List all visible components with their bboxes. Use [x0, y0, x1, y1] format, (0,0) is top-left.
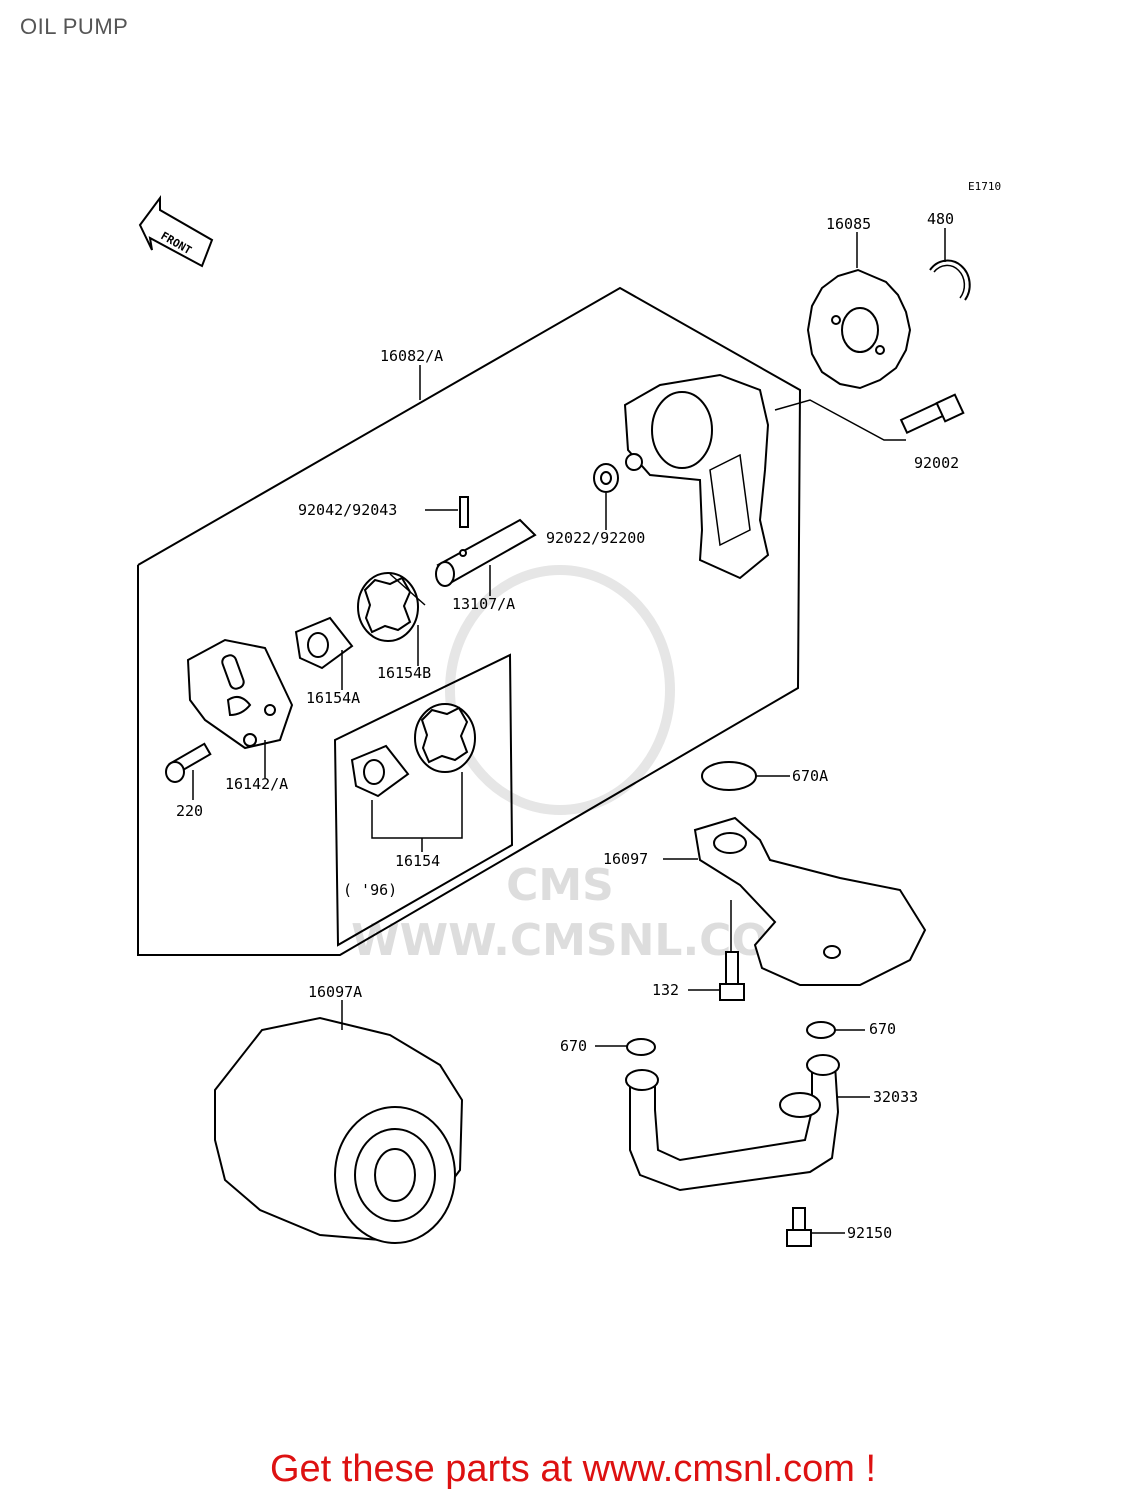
oil-filter-16097a-icon	[214, 1016, 464, 1244]
label-670-left: 670	[560, 1037, 587, 1055]
watermark: CMS WWW.CMSNL.CO	[351, 565, 769, 966]
page-title: OIL PUMP	[20, 14, 129, 39]
label-96: ( '96)	[343, 881, 397, 899]
label-16154a: 16154A	[306, 689, 360, 707]
label-16097a: 16097A	[308, 983, 362, 1001]
label-16154: 16154	[395, 852, 440, 870]
part-labels: 16085 480 16082/A 92002 92042/92043 9202…	[176, 210, 959, 1242]
pump-body-icon	[623, 373, 770, 580]
bolt-132-icon	[719, 951, 745, 1001]
label-16142a: 16142/A	[225, 775, 288, 793]
label-480: 480	[927, 210, 954, 228]
label-16085: 16085	[826, 215, 871, 233]
label-16154b: 16154B	[377, 664, 431, 682]
outer-rotor-16154b-icon	[357, 572, 426, 642]
label-132: 132	[652, 981, 679, 999]
label-670-right: 670	[869, 1020, 896, 1038]
watermark-text: WWW.CMSNL.CO	[351, 915, 769, 966]
o-ring-670a-icon	[701, 761, 757, 791]
shaft-13107-icon	[435, 518, 537, 587]
inner-rotor-16154a-icon	[294, 616, 354, 670]
label-13107a: 13107/A	[452, 595, 515, 613]
pump-cover-16142-icon	[186, 638, 294, 750]
washer-92022-icon	[593, 463, 619, 493]
bolt-92150-icon	[786, 1207, 812, 1247]
label-92022: 92022/92200	[546, 529, 645, 547]
front-arrow-icon: FRONT	[138, 194, 214, 268]
circlip-480-icon	[929, 259, 971, 301]
o-ring-670-left-icon	[626, 1038, 656, 1056]
label-32033: 32033	[873, 1088, 918, 1106]
kit-frame	[137, 286, 802, 956]
oil-pipe-32033-icon	[625, 1054, 840, 1192]
o-ring-670-right-icon	[806, 1021, 836, 1039]
leader-lines	[192, 228, 946, 1234]
label-16097: 16097	[603, 850, 648, 868]
pin-92042-icon	[459, 496, 469, 528]
gear-16085-icon	[806, 268, 912, 390]
label-92150: 92150	[847, 1224, 892, 1242]
oil-strainer-16097-icon	[693, 816, 927, 986]
rotor-set-16154-icon	[350, 703, 476, 798]
svg-text:CMS: CMS	[506, 860, 614, 911]
label-16082a: 16082/A	[380, 347, 443, 365]
label-92002: 92002	[914, 454, 959, 472]
bolt-92002-icon	[899, 393, 965, 434]
label-92042: 92042/92043	[298, 501, 397, 519]
footer-link[interactable]: Get these parts at www.cmsnl.com !	[269, 1448, 877, 1490]
diagram-code: E1710	[968, 180, 1001, 193]
label-220: 220	[176, 802, 203, 820]
label-670a: 670A	[792, 767, 828, 785]
screw-220-icon	[165, 742, 212, 783]
